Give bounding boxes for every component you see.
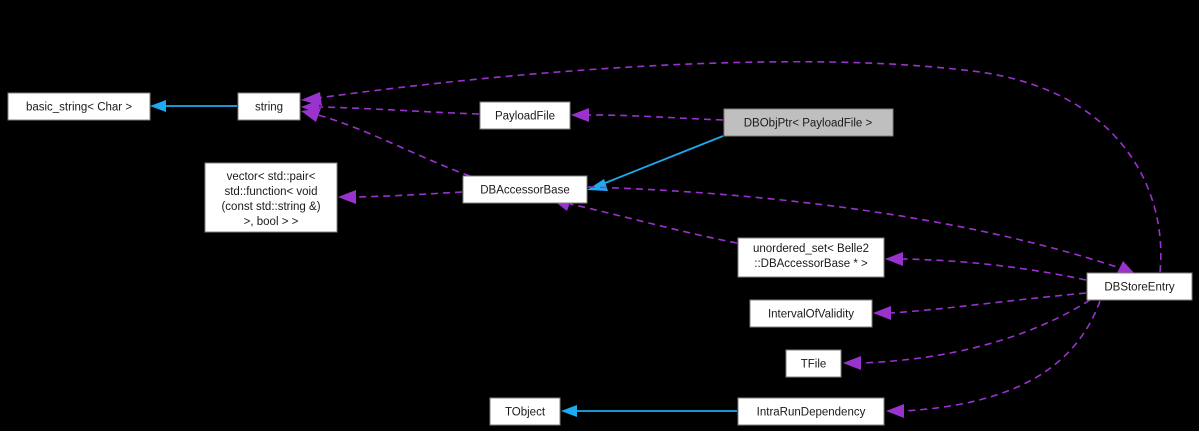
- node-vector-pair-label-line3: (const std::string &): [221, 201, 320, 213]
- node-dbstoreentry-label: DBStoreEntry: [1104, 282, 1175, 294]
- node-dbobjptr-payloadfile[interactable]: DBObjPtr< PayloadFile >: [723, 108, 894, 137]
- node-tfile-box[interactable]: [785, 349, 842, 378]
- node-intrarundependency[interactable]: IntraRunDependency: [737, 397, 885, 426]
- edge-dbstoreentry-to-tfile: [843, 299, 1091, 370]
- node-vector-pair-label-line4: >, bool > >: [244, 216, 299, 228]
- node-intervalofvalidity-label: IntervalOfValidity: [768, 309, 854, 321]
- node-string-box[interactable]: [237, 92, 301, 121]
- edge-dbstoreentry-to-intrarundependency: [886, 300, 1101, 418]
- edge-unordered-set-to-dbaccessorbase: [553, 197, 738, 244]
- node-dbaccessorbase-box[interactable]: [462, 175, 588, 204]
- node-tfile[interactable]: TFile: [785, 349, 842, 378]
- node-basic-string-box[interactable]: [7, 92, 151, 121]
- node-intrarundependency-label: IntraRunDependency: [757, 407, 866, 419]
- node-intrarundependency-box[interactable]: [737, 397, 885, 426]
- node-vector-pair[interactable]: vector< std::pair< std::function< void (…: [204, 162, 338, 233]
- node-unordered-set-label-line2: ::DBAccessorBase * >: [754, 258, 868, 270]
- node-vector-pair-label-line1: vector< std::pair<: [227, 171, 316, 183]
- node-dbstoreentry-box[interactable]: [1086, 272, 1193, 301]
- node-string[interactable]: string: [237, 92, 301, 121]
- node-dbobjptr-payloadfile-label: DBObjPtr< PayloadFile >: [744, 118, 873, 130]
- node-string-label: string: [255, 102, 283, 114]
- node-unordered-set-box[interactable]: [737, 237, 885, 278]
- node-intervalofvalidity-box[interactable]: [749, 299, 873, 328]
- edge-dbstoreentry-to-string: [301, 60, 1162, 273]
- edge-payloadfile-to-string: [301, 100, 480, 115]
- node-tobject-box[interactable]: [489, 397, 561, 426]
- edge-dbobjptr-to-dbaccessorbase: [587, 135, 724, 191]
- node-intervalofvalidity[interactable]: IntervalOfValidity: [749, 299, 873, 328]
- edge-dbaccessorbase-to-dbstoreentry: [587, 186, 1135, 275]
- node-payloadfile-box[interactable]: [479, 101, 571, 130]
- node-vector-pair-box[interactable]: [204, 162, 338, 233]
- edge-dbaccessorbase-to-vector-pair: [338, 190, 463, 204]
- node-vector-pair-label-line2: std::function< void: [224, 186, 317, 198]
- edge-intrarundependency-to-tobject: [561, 405, 737, 417]
- node-dbobjptr-payloadfile-box[interactable]: [723, 108, 894, 137]
- node-tfile-label: TFile: [801, 359, 827, 371]
- node-basic-string-label: basic_string< Char >: [26, 102, 132, 114]
- edge-dbobjptr-to-payloadfile: [571, 108, 724, 122]
- edge-dbstoreentry-to-unordered-set: [885, 252, 1087, 281]
- edge-string-to-basic-string: [150, 100, 237, 112]
- node-dbstoreentry[interactable]: DBStoreEntry: [1086, 272, 1193, 301]
- node-payloadfile-label: PayloadFile: [495, 111, 555, 123]
- node-unordered-set-label-line1: unordered_set< Belle2: [753, 243, 869, 255]
- node-payloadfile[interactable]: PayloadFile: [479, 101, 571, 130]
- edge-layer: [150, 60, 1162, 418]
- node-layer: basic_string< Char > string vector< std:…: [7, 92, 1193, 426]
- node-basic-string[interactable]: basic_string< Char >: [7, 92, 151, 121]
- node-tobject-label: TObject: [505, 407, 546, 419]
- edge-dbstoreentry-to-intervalofvalidity: [873, 292, 1087, 320]
- node-dbaccessorbase[interactable]: DBAccessorBase: [462, 175, 588, 204]
- node-dbaccessorbase-label: DBAccessorBase: [480, 185, 569, 197]
- edge-dbaccessorbase-to-string: [301, 108, 471, 177]
- node-tobject[interactable]: TObject: [489, 397, 561, 426]
- node-unordered-set[interactable]: unordered_set< Belle2 ::DBAccessorBase *…: [737, 237, 885, 278]
